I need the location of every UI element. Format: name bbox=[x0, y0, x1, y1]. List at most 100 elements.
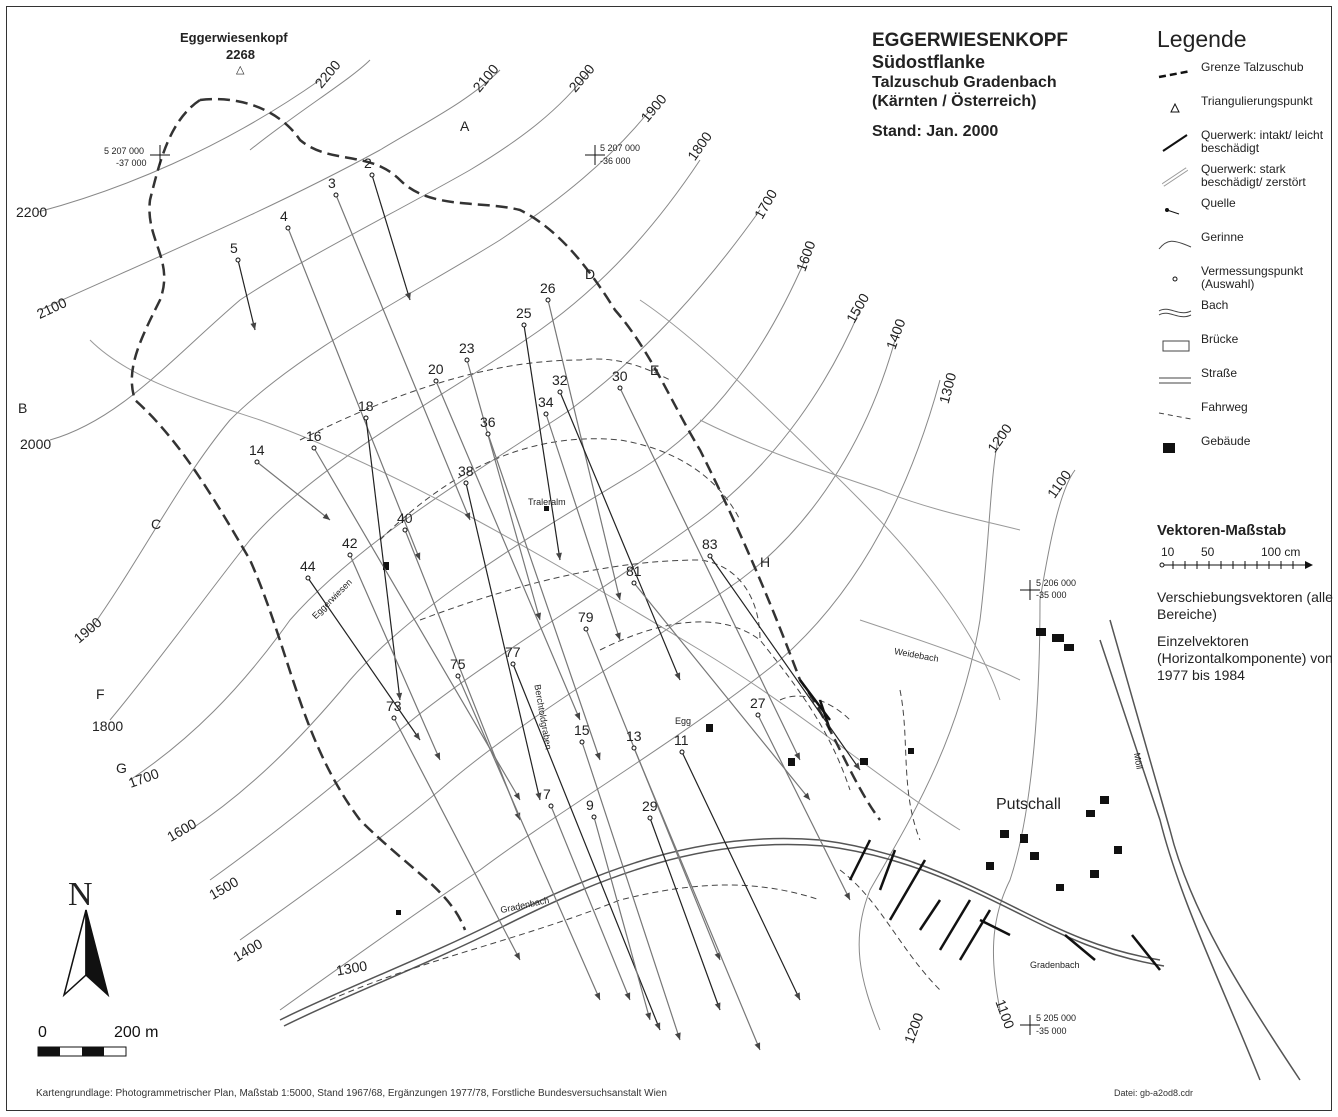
vector-arrowhead-icon bbox=[714, 952, 721, 960]
contour-1400 bbox=[239, 339, 896, 941]
displacement-vector bbox=[593, 816, 651, 1021]
displacement-vector bbox=[709, 555, 861, 771]
displacement-vector bbox=[457, 675, 601, 1001]
survey-point-icon bbox=[464, 357, 470, 363]
legend-item-label: Brücke bbox=[1201, 332, 1239, 346]
building-icon bbox=[706, 724, 713, 732]
survey-point-label: 7 bbox=[543, 786, 551, 802]
boundary-west bbox=[130, 98, 467, 931]
trig-point-g: G bbox=[116, 760, 127, 776]
building-icon bbox=[396, 910, 401, 915]
survey-point-label: 26 bbox=[540, 280, 556, 296]
survey-point-icon bbox=[391, 715, 397, 721]
displacement-vectors bbox=[235, 172, 861, 1051]
displacement-vector bbox=[545, 413, 621, 641]
survey-point-icon bbox=[363, 415, 369, 421]
contour-1800 bbox=[109, 159, 701, 721]
displacement-vector bbox=[313, 447, 521, 801]
building-icon bbox=[1056, 884, 1064, 891]
legend-item-label: Bach bbox=[1201, 298, 1229, 312]
survey-point-icon bbox=[235, 257, 241, 263]
scalebar-start: 0 bbox=[38, 1024, 47, 1041]
dam-destroyed-icon bbox=[1161, 167, 1189, 187]
displacement-vector bbox=[681, 751, 801, 1001]
coord-label: -35 000 bbox=[1036, 1026, 1067, 1036]
scalebar: 0 200 m bbox=[38, 1024, 158, 1042]
displacement-vector bbox=[237, 259, 256, 331]
displacement-vector bbox=[649, 817, 721, 1011]
contour-1200 bbox=[858, 429, 1001, 1031]
displacement-vector bbox=[466, 359, 541, 621]
dam-intact-icon bbox=[918, 899, 942, 931]
map-title: EGGERWIESENKOPF Südostflanke Talzuschub … bbox=[872, 30, 1068, 141]
legend-item: Triangulierungspunkt bbox=[1157, 95, 1335, 129]
survey-point-icon bbox=[485, 431, 491, 437]
survey-point-label: 25 bbox=[516, 305, 532, 321]
survey-point-label: 11 bbox=[674, 732, 689, 748]
displacement-vector bbox=[307, 577, 421, 741]
vector-arrowhead-icon bbox=[794, 752, 800, 760]
triangle-icon bbox=[1170, 102, 1180, 113]
trig-point-f: F bbox=[96, 686, 105, 702]
triangle-icon: △ bbox=[236, 64, 245, 76]
dam-intact-icon bbox=[1064, 934, 1096, 961]
survey-point-label: 13 bbox=[626, 728, 642, 744]
survey-point-icon bbox=[347, 552, 353, 558]
trig-point-c: C bbox=[151, 516, 162, 532]
road-moll bbox=[1099, 639, 1261, 1081]
vector-scale-bar: 10 50 100 cm bbox=[1157, 545, 1335, 579]
survey-point-icon bbox=[583, 626, 589, 632]
scalebar-seg bbox=[82, 1047, 104, 1056]
dashed-boundary-icon bbox=[1158, 69, 1192, 79]
place-egg: Egg bbox=[675, 716, 692, 726]
trig-point-h: H bbox=[760, 554, 771, 570]
building-icon bbox=[908, 748, 914, 754]
contour-2200a bbox=[37, 79, 321, 213]
spring-icon bbox=[1165, 208, 1180, 215]
title-stand: Stand: Jan. 2000 bbox=[872, 123, 999, 140]
vector-arrowhead-icon bbox=[624, 992, 631, 1000]
building-icon bbox=[1052, 634, 1064, 642]
survey-point-icon bbox=[548, 803, 554, 809]
legend-item-label: Gerinne bbox=[1201, 230, 1244, 244]
vector-tick-10: 10 bbox=[1161, 545, 1175, 559]
vector-tick-100: 100 cm bbox=[1261, 545, 1301, 559]
building-icon bbox=[1100, 796, 1109, 804]
survey-point-icon bbox=[591, 814, 597, 820]
contour-1100 bbox=[992, 469, 1076, 1011]
building-icon bbox=[1020, 834, 1028, 843]
north-arrow-right bbox=[85, 909, 110, 998]
displacement-vector bbox=[335, 194, 471, 521]
vector-arrowhead-icon bbox=[645, 1012, 652, 1020]
legend-heading: Legende bbox=[1157, 26, 1247, 52]
track-8 bbox=[839, 869, 941, 991]
survey-point-icon bbox=[545, 297, 551, 303]
survey-point-label: 32 bbox=[552, 372, 568, 388]
displacement-vector bbox=[365, 417, 401, 701]
survey-point-label: 29 bbox=[642, 798, 658, 814]
displacement-vector bbox=[523, 324, 561, 561]
legend-item-label: Grenze Talzuschub bbox=[1201, 60, 1304, 74]
river-moll bbox=[1109, 619, 1301, 1081]
survey-point-label: 14 bbox=[249, 442, 265, 458]
vector-arrowhead-icon bbox=[754, 1042, 761, 1050]
grid-crosses bbox=[150, 145, 1040, 1035]
survey-point-icon bbox=[455, 673, 461, 679]
displacement-vector bbox=[371, 174, 411, 301]
building-icon bbox=[986, 862, 994, 870]
title-line4: (Kärnten / Österreich) bbox=[872, 93, 1037, 110]
track-4 bbox=[599, 621, 851, 791]
roads bbox=[279, 619, 1301, 1081]
contour-1900 bbox=[89, 109, 651, 631]
contour-label: 2000 bbox=[20, 436, 52, 452]
survey-point-icon bbox=[631, 580, 637, 586]
trig-point-b: B bbox=[18, 400, 28, 416]
track-7 bbox=[899, 689, 921, 841]
scalebar-graphic bbox=[37, 1046, 127, 1057]
title-line2: Südostflanke bbox=[872, 52, 986, 72]
track-3 bbox=[419, 559, 761, 641]
vector-arrowhead-icon bbox=[535, 612, 541, 620]
track-6 bbox=[329, 884, 821, 1001]
legend-item-label: Fahrweg bbox=[1201, 400, 1248, 414]
north-label: N bbox=[68, 876, 93, 913]
